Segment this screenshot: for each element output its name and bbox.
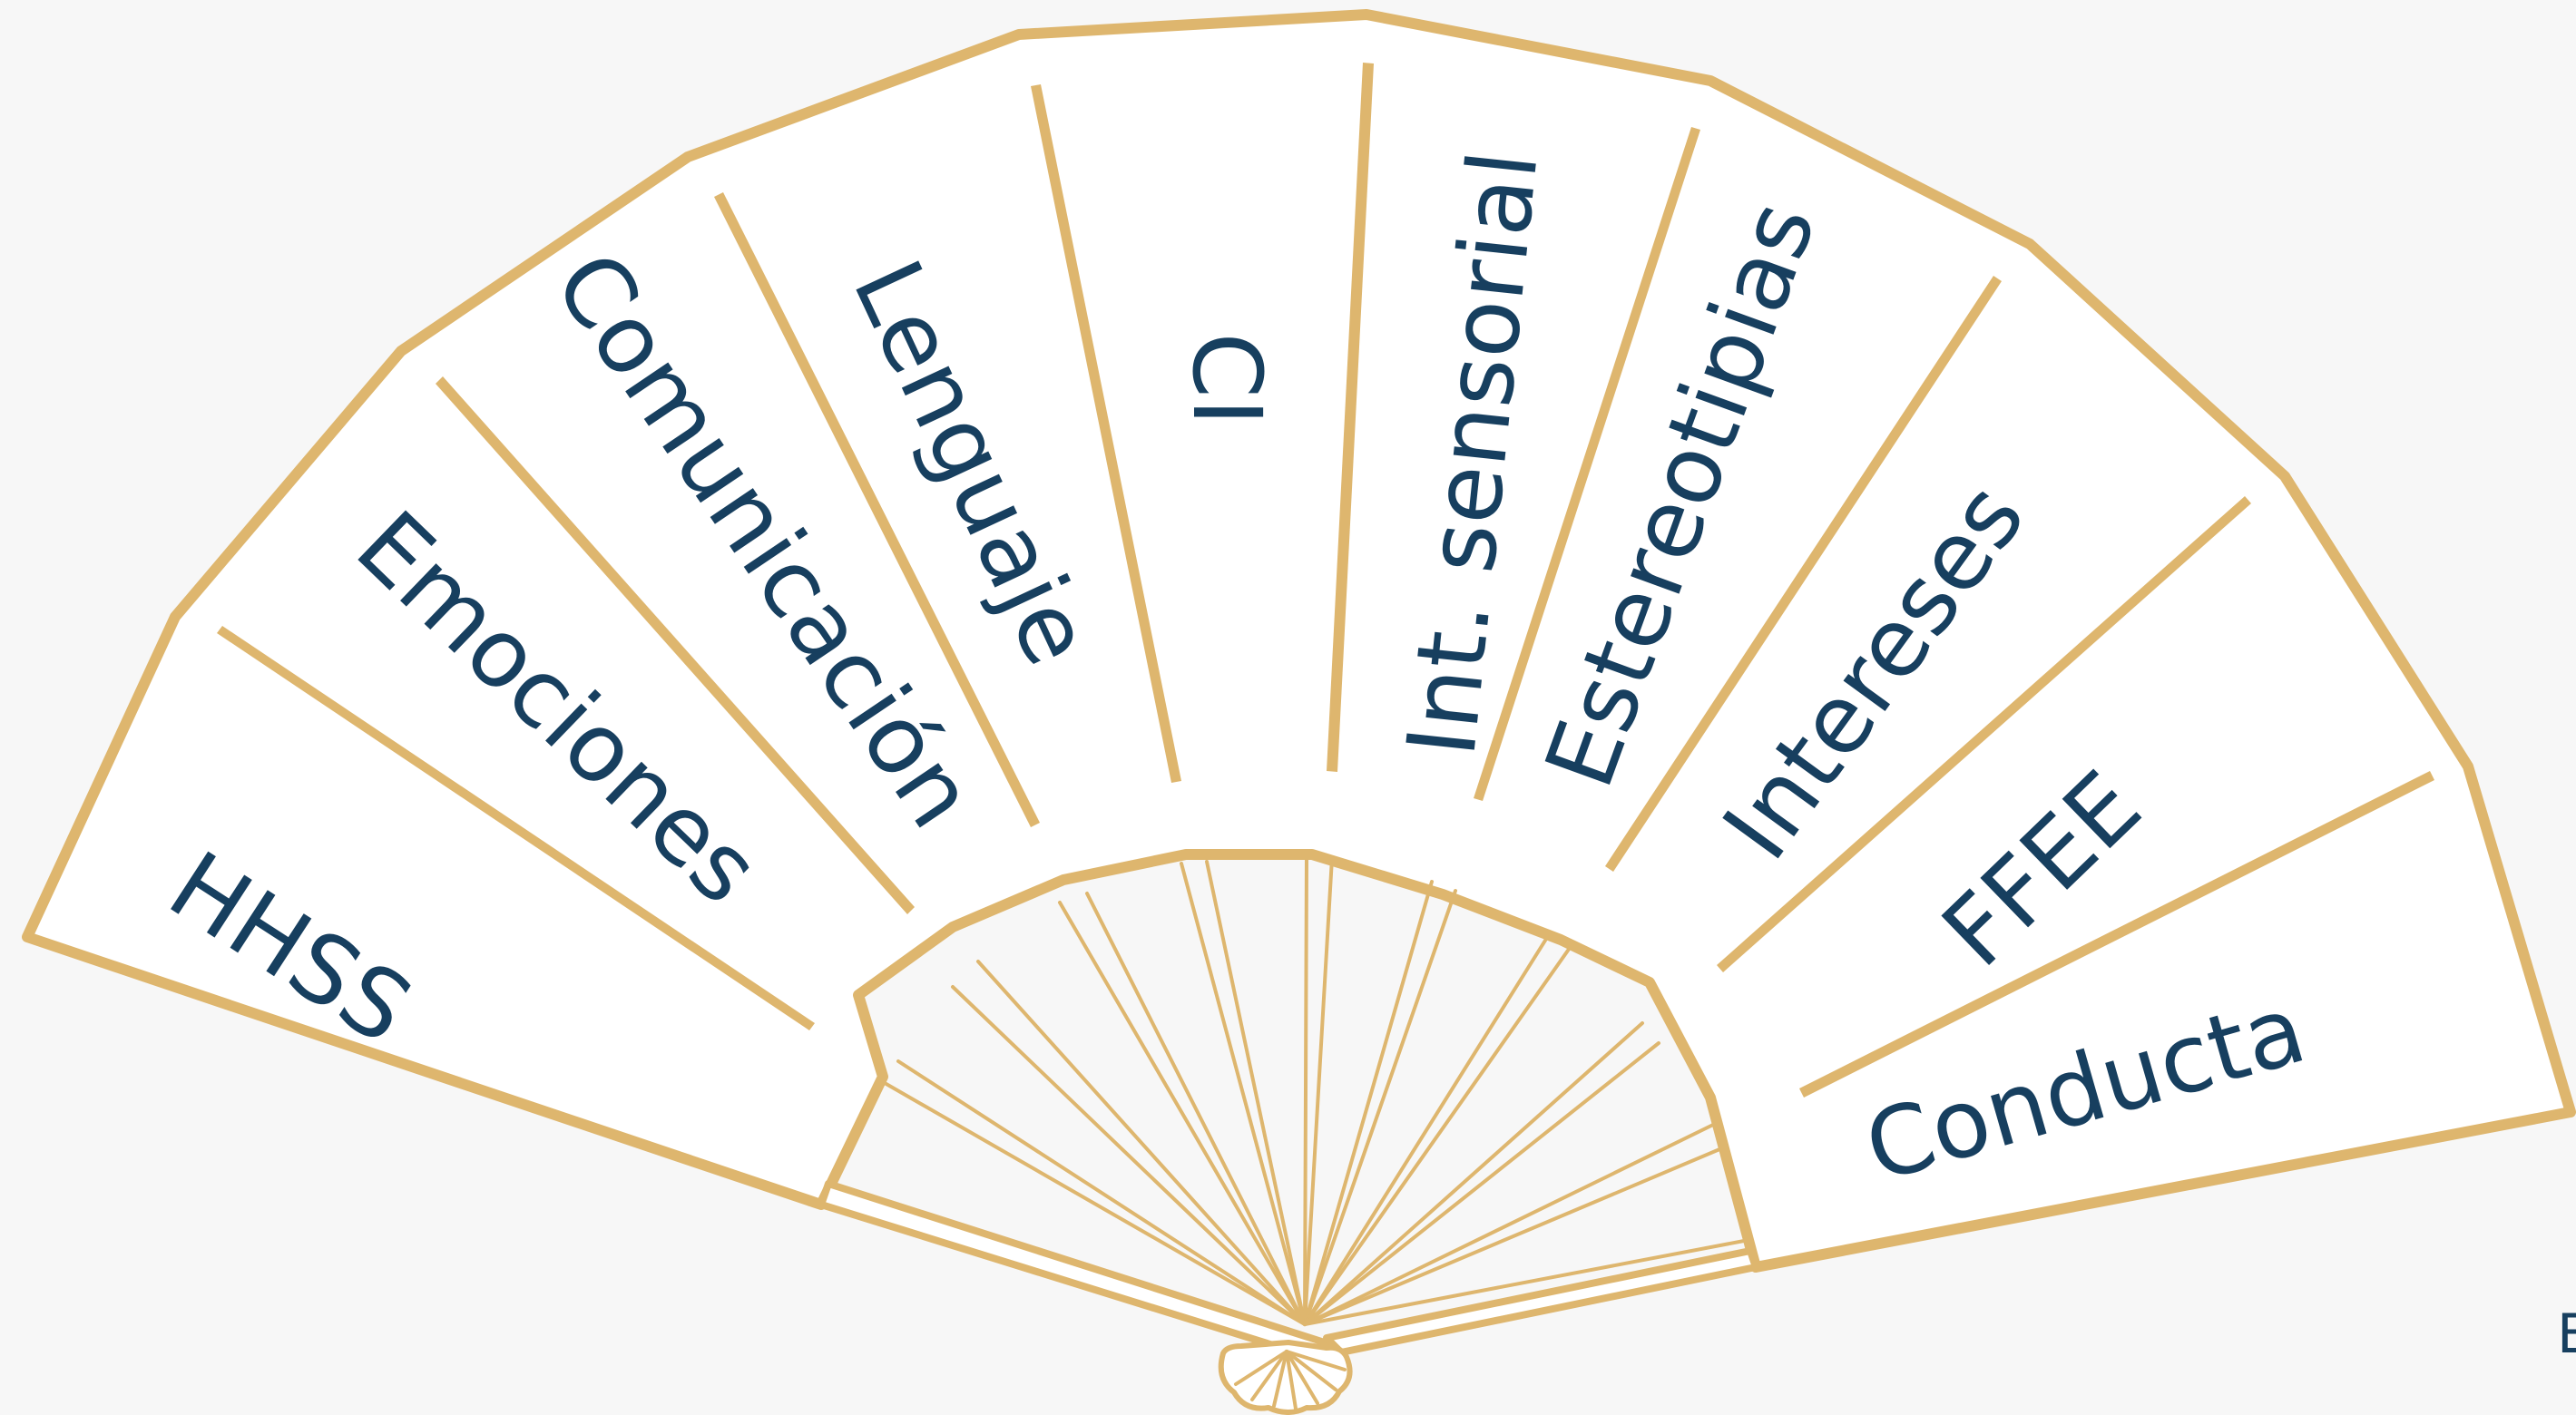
fold-line (1717, 496, 2251, 972)
fan-stick (1303, 1239, 1746, 1326)
pivot-rib (1285, 1350, 1337, 1391)
fan-stick (1303, 880, 1434, 1326)
fold-line (1799, 771, 2434, 1098)
fold-line (217, 626, 815, 1030)
pivot-rib (1272, 1350, 1288, 1408)
fold-lines (217, 63, 2434, 1098)
fan-stick (896, 1059, 1307, 1326)
fan-stick (1303, 1146, 1726, 1326)
fan-stick (877, 1078, 1307, 1326)
fan-stick (1303, 1021, 1644, 1326)
fan-sticks (877, 855, 1746, 1326)
pivot-rib (1285, 1350, 1319, 1405)
fan-stick (951, 985, 1307, 1326)
pivot-rib (1285, 1350, 1347, 1371)
pivot-rib (1234, 1350, 1288, 1386)
fold-line (1605, 276, 2002, 872)
fan-stick (1303, 855, 1308, 1326)
fold-line (714, 192, 1040, 827)
fan-stick (1303, 946, 1572, 1326)
label-ci: CI (1171, 332, 1282, 425)
fold-line (436, 376, 915, 914)
fan-stick (1303, 1123, 1715, 1326)
fan-stick (1058, 901, 1307, 1326)
corner-text: E (2557, 1303, 2576, 1366)
fan-stick (1205, 860, 1307, 1326)
fold-line (1031, 84, 1181, 783)
fan-pivot (1218, 1340, 1353, 1415)
pivot-rib (1250, 1350, 1288, 1401)
pivot-rib (1285, 1350, 1298, 1410)
fan-stick (1303, 856, 1334, 1326)
fan-stick (1303, 934, 1550, 1326)
fold-line (1474, 127, 1700, 801)
fan-stick (1303, 889, 1457, 1326)
fan-stick (976, 960, 1307, 1326)
fold-line (1327, 63, 1374, 772)
fan-stick (1303, 1041, 1660, 1326)
fan-leaf-outline (22, 9, 2576, 1273)
right-guard-stick (1323, 1247, 1759, 1356)
fan-stick (1085, 892, 1307, 1326)
fan-stick (1180, 862, 1307, 1326)
left-guard-stick (818, 1180, 1334, 1361)
